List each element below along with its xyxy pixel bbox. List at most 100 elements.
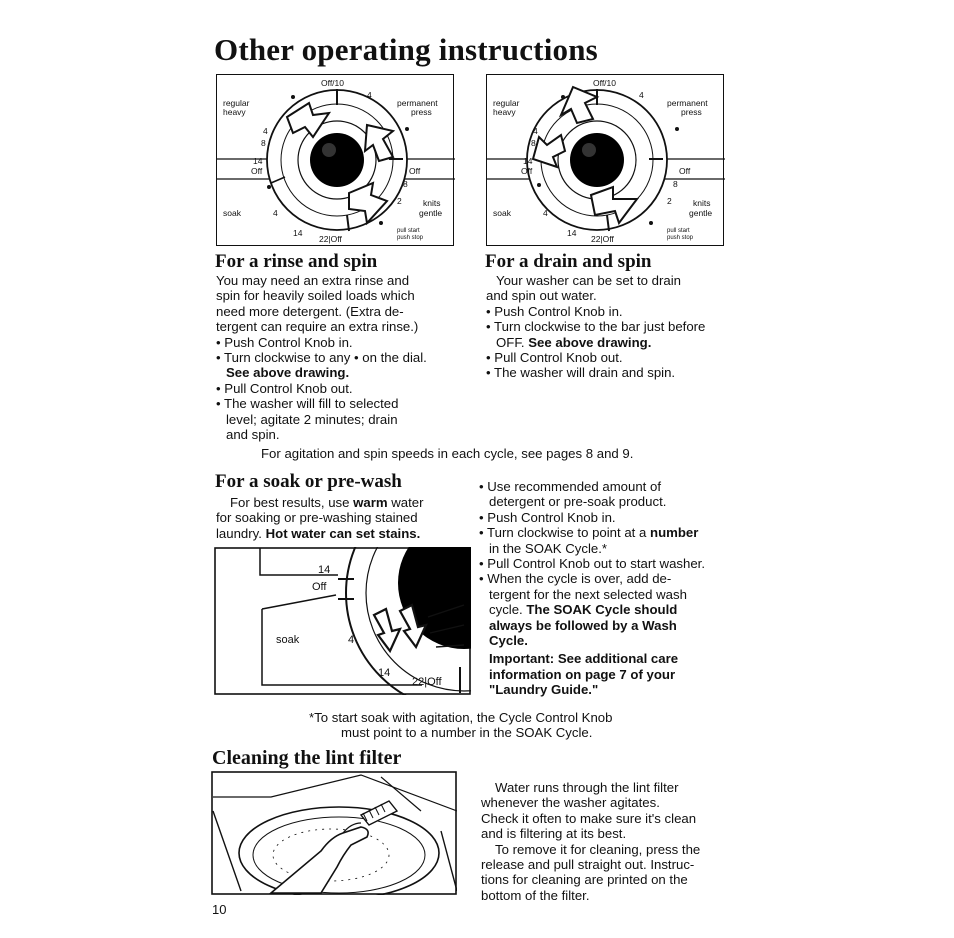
- drain-body: Your washer can be set to drain and spin…: [486, 273, 705, 381]
- drain-heading: For a drain and spin: [485, 251, 652, 272]
- dial-label-press: press: [681, 107, 702, 117]
- soak-bullet: • Pull Control Knob out to start washer.: [479, 556, 705, 572]
- soak-bullet-cont: detergent or pre-soak product.: [489, 494, 667, 510]
- soak-heading: For a soak or pre-wash: [215, 471, 402, 492]
- soak-text: cycle.: [489, 602, 527, 618]
- soak-warning: The SOAK Cycle should: [526, 602, 678, 618]
- dial-label-off10: Off/10: [593, 78, 616, 88]
- dial-diagram-drain: Off/10 4 regular heavy permanent press 4…: [486, 74, 725, 246]
- drain-line: Your washer can be set to drain: [496, 273, 681, 288]
- drain-bullet: • Pull Control Knob out.: [486, 350, 623, 366]
- page-number: 10: [212, 902, 227, 917]
- dial-label-4: 4: [639, 90, 644, 100]
- rinse-bullet: • Turn clockwise to any • on the dial.: [216, 350, 427, 366]
- dial-label-4: 4: [367, 90, 372, 100]
- rinse-line: You may need an extra rinse and: [216, 273, 410, 288]
- rinse-line: spin for heavily soiled loads which: [216, 288, 415, 304]
- dial-label-8-right: 8: [403, 179, 408, 189]
- dial-label-knits: knits: [423, 198, 441, 208]
- rinse-line: need more detergent. (Extra de-: [216, 303, 404, 319]
- soak-fig-4: 4: [348, 634, 355, 646]
- rinse-bullet: • Push Control Knob in.: [216, 334, 353, 350]
- soak-dial-figure: 14 Off soak 4 14 22|Off: [214, 547, 471, 695]
- lint-line: whenever the washer agitates.: [481, 795, 660, 811]
- dial-label-14-bottom: 14: [293, 228, 303, 238]
- dial-label-22-off: 22|Off: [591, 234, 614, 244]
- dial-label-gentle: gentle: [689, 208, 713, 218]
- dial-label-push-stop: push stop: [397, 235, 424, 241]
- soak-number: number: [650, 525, 699, 541]
- lint-line: tions for cleaning are printed on the: [481, 872, 688, 888]
- dial-label-off-left: Off: [521, 166, 533, 176]
- speeds-note: For agitation and spin speeds in each cy…: [261, 446, 634, 461]
- rinse-bullet-cont: level; agitate 2 minutes; drain: [226, 411, 398, 427]
- soak-line: laundry. Hot water can set stains.: [216, 526, 424, 541]
- dial-label-heavy: heavy: [493, 107, 516, 117]
- lint-body: Water runs through the lint filter whene…: [481, 780, 700, 903]
- soak-bullet: • When the cycle is over, add de-: [479, 571, 672, 587]
- dial-label-22-off: 22|Off: [319, 234, 342, 244]
- dial-label-permanent: permanent: [667, 98, 708, 108]
- soak-dial-drawing: [214, 547, 471, 695]
- soak-line: for soaking or pre-washing stained: [216, 510, 418, 526]
- soak-text: water: [387, 495, 424, 510]
- drain-bullet: • Turn clockwise to the bar just before: [486, 319, 706, 335]
- soak-steps: • Use recommended amount of detergent or…: [479, 479, 705, 698]
- drain-bullet: • Push Control Knob in.: [486, 303, 623, 319]
- soak-warning-cont: always be followed by a Wash: [489, 617, 677, 633]
- drain-bullet: • The washer will drain and spin.: [486, 365, 676, 381]
- soak-fig-soak: soak: [276, 634, 300, 646]
- soak-bullet-cont: cycle. The SOAK Cycle should: [479, 602, 705, 617]
- soak-important: information on page 7 of your: [489, 666, 676, 682]
- drain-see-drawing: See above drawing.: [528, 334, 652, 350]
- rinse-heading: For a rinse and spin: [215, 251, 378, 272]
- footnote-line: must point to a number in the SOAK Cycle…: [341, 725, 593, 741]
- dial-label-heavy: heavy: [223, 107, 246, 117]
- soak-bullet: • Turn clockwise to point at a number: [479, 525, 705, 540]
- dial-label-2: 2: [397, 196, 402, 206]
- lint-line: Check it often to make sure it's clean: [481, 810, 697, 826]
- rinse-bullet-cont: and spin.: [226, 427, 280, 443]
- soak-fig-14b: 14: [378, 667, 391, 679]
- rinse-body: You may need an extra rinse and spin for…: [216, 273, 427, 442]
- soak-fig-22-off: 22|Off: [412, 676, 442, 688]
- lint-line: and is filtering at its best.: [481, 826, 627, 842]
- dial-label-regular: regular: [223, 98, 250, 108]
- lint-filter-drawing: [211, 771, 457, 895]
- lint-line: Water runs through the lint filter: [495, 780, 679, 795]
- dial-label-permanent: permanent: [397, 98, 438, 108]
- dial-label-4-left: 4: [533, 126, 538, 136]
- dial-label-14-left: 14: [523, 156, 533, 166]
- dial-label-off-right: Off: [679, 166, 691, 176]
- drain-bullet-cont: OFF. See above drawing.: [486, 335, 705, 350]
- rinse-see-drawing: See above drawing.: [226, 365, 350, 381]
- rinse-bullet: • Pull Control Knob out.: [216, 380, 353, 396]
- rinse-bullet: • The washer will fill to selected: [216, 396, 399, 412]
- soak-important: "Laundry Guide.": [489, 682, 599, 698]
- soak-intro: For best results, use warm water for soa…: [216, 495, 424, 541]
- soak-bullet-cont: tergent for the next selected wash: [489, 586, 687, 602]
- dial-diagram-rinse: Off/10 4 regular heavy permanent press 4…: [216, 74, 455, 246]
- lint-line: bottom of the filter.: [481, 887, 590, 903]
- dial-label-2: 2: [667, 196, 672, 206]
- soak-warning-cont: Cycle.: [489, 633, 528, 649]
- dial-drawing: [217, 89, 455, 232]
- dial-label-soak: soak: [493, 208, 511, 218]
- soak-fig-14: 14: [318, 564, 331, 576]
- dial-label-knits: knits: [693, 198, 711, 208]
- dial-label-4-left: 4: [263, 126, 268, 136]
- dial-label-4-soak: 4: [543, 208, 548, 218]
- dial-label-push-stop: push stop: [667, 235, 694, 241]
- dial-label-8-right: 8: [673, 179, 678, 189]
- dial-label-off-right: Off: [409, 166, 421, 176]
- dial-label-pull-start: pull start: [667, 228, 690, 234]
- dial-label-off10: Off/10: [321, 78, 344, 88]
- drain-line: and spin out water.: [486, 288, 597, 304]
- lint-heading: Cleaning the lint filter: [212, 747, 402, 769]
- dial-label-4-soak: 4: [273, 208, 278, 218]
- soak-text: For best results, use: [230, 495, 354, 510]
- soak-warm: warm: [353, 495, 388, 510]
- soak-fig-off: Off: [312, 581, 327, 593]
- soak-bullet: • Use recommended amount of: [479, 479, 662, 494]
- soak-text: • Turn clockwise to point at a: [479, 525, 651, 541]
